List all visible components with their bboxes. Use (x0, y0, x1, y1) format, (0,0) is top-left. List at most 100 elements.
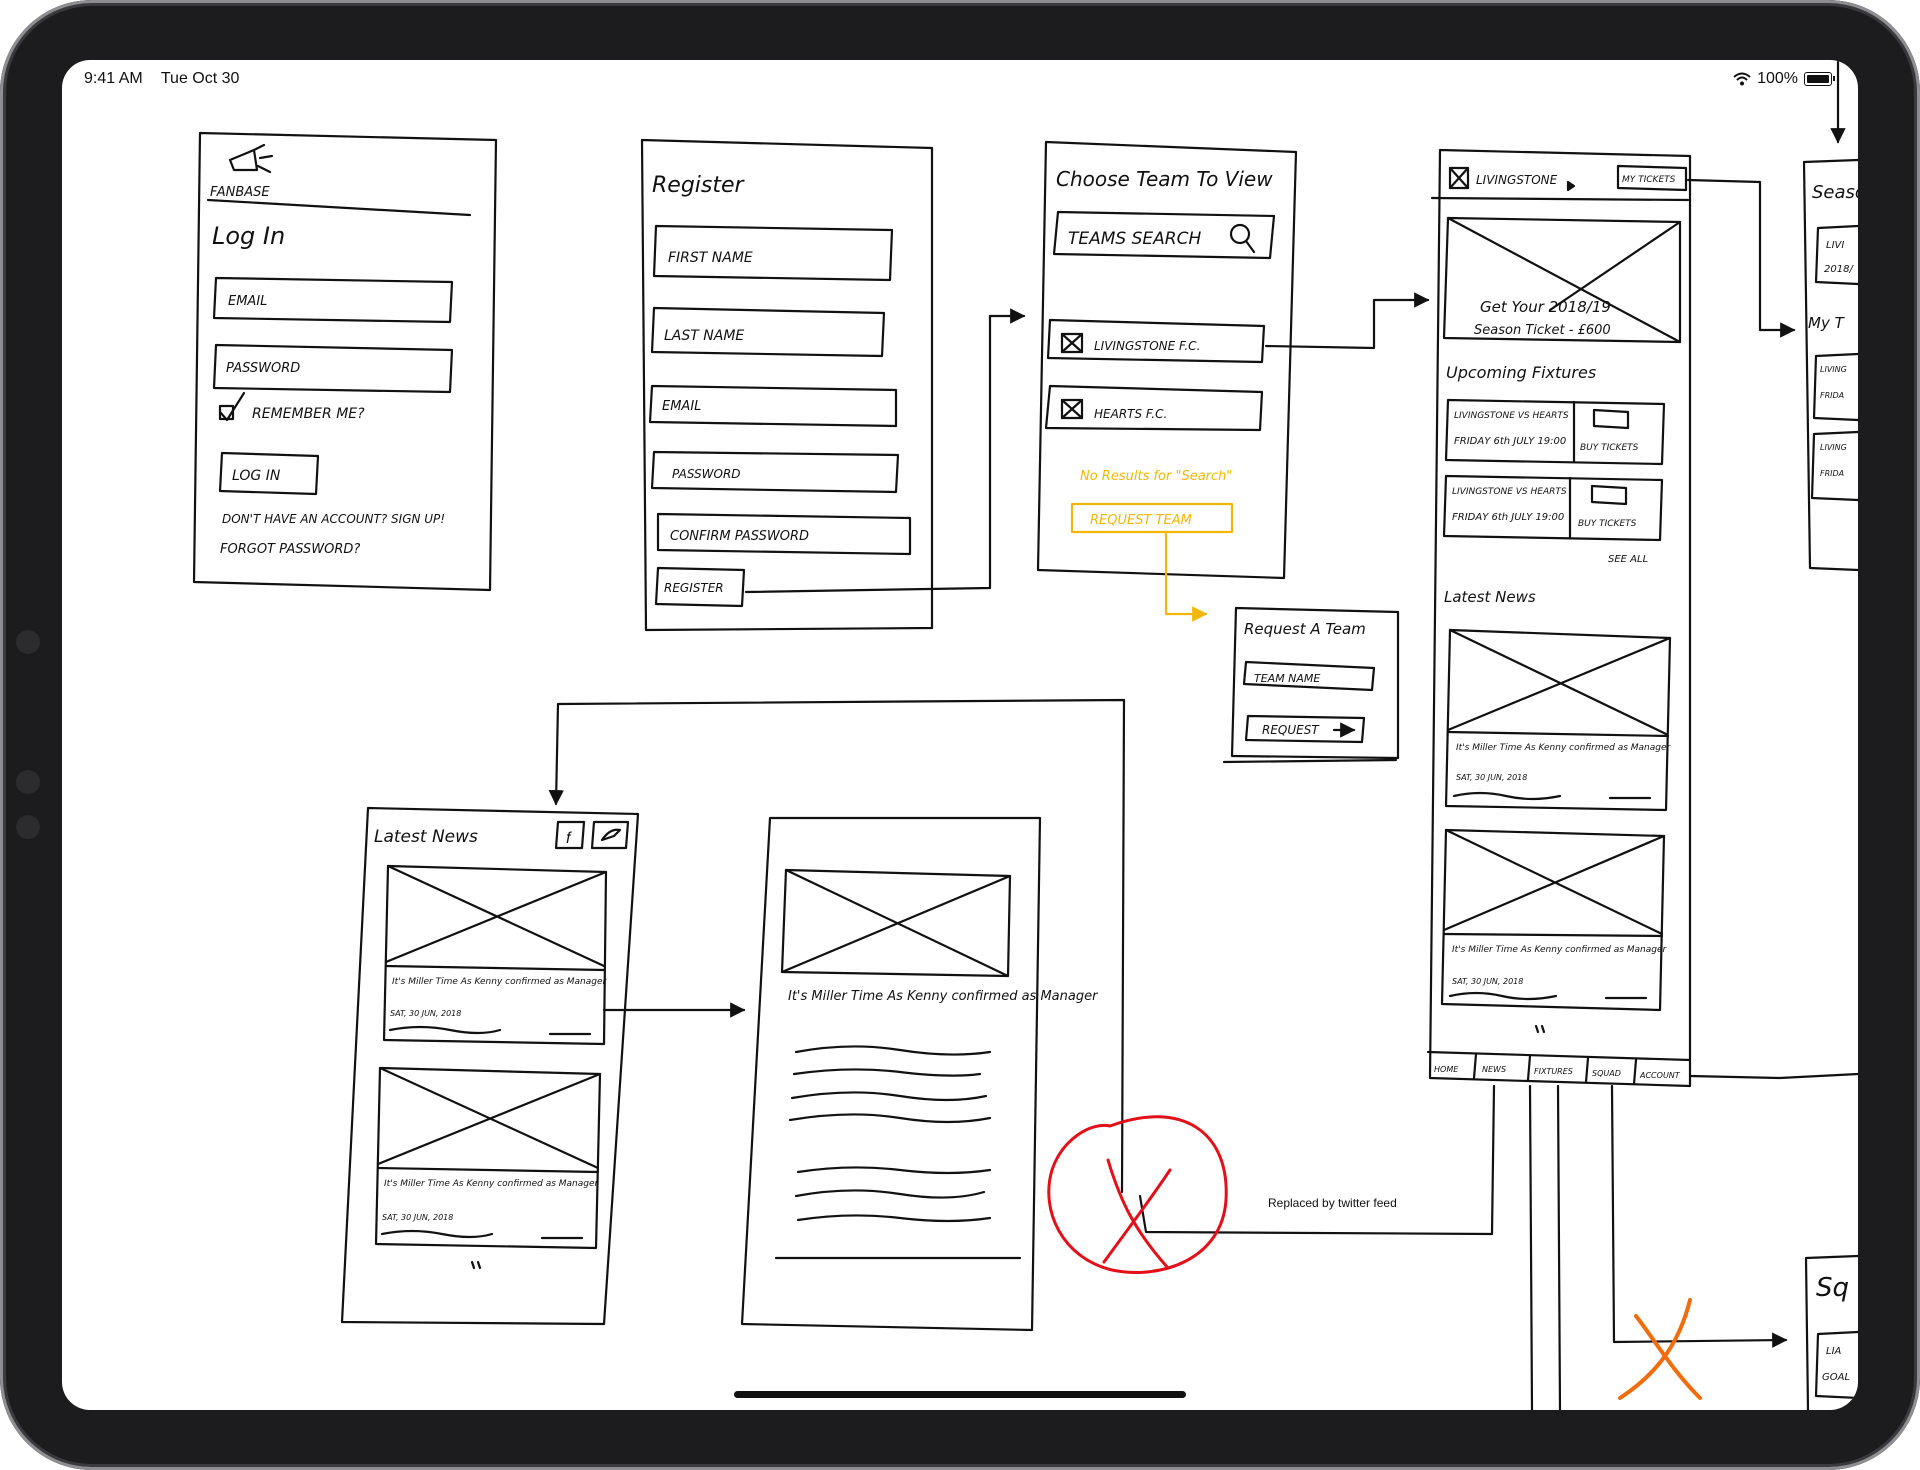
article-headline: It's Miller Time As Kenny confirmed as M… (788, 989, 1099, 1004)
svg-text:LIVING: LIVING (1820, 443, 1847, 452)
login-title: Log In (212, 222, 285, 250)
season-tickets-screen-partial: Seaso LIVI 2018/ My T LIVING FRIDA LIVIN… (1802, 158, 1858, 572)
svg-text:It's Miller Time As Kenny conf: It's Miller Time As Kenny confirmed as M… (392, 977, 608, 987)
tab-squad[interactable]: SQUAD (1592, 1069, 1621, 1078)
svg-text:FRIDA: FRIDA (1820, 469, 1844, 478)
svg-text:FRIDA: FRIDA (1820, 391, 1844, 400)
battery-icon (1804, 72, 1835, 86)
register-email-field[interactable]: EMAIL (648, 384, 898, 428)
svg-text:Season Ticket - £600: Season Ticket - £600 (1474, 323, 1611, 338)
wireframe-canvas[interactable]: FANBASE Log In EMAIL PASSWORD REMEMBER M… (62, 60, 1858, 1410)
choose-team-title: Choose Team To View (1056, 167, 1273, 191)
svg-text:LIA: LIA (1826, 1346, 1842, 1357)
flow-line (1556, 1084, 1562, 1410)
no-results-message: No Results for "Search" (1080, 469, 1232, 484)
login-screen: FANBASE Log In EMAIL PASSWORD REMEMBER M… (192, 131, 498, 592)
password-field[interactable]: PASSWORD (212, 343, 454, 394)
svg-text:REQUEST TEAM: REQUEST TEAM (1090, 513, 1192, 528)
news-card[interactable]: It's Miller Time As Kenny confirmed as M… (374, 1066, 602, 1250)
svg-text:LAST NAME: LAST NAME (664, 328, 744, 344)
team-row-livingstone[interactable]: LIVINGSTONE F.C. (1046, 318, 1266, 364)
remember-checkbox[interactable]: REMEMBER ME? (218, 391, 365, 422)
team-crest-icon (1448, 166, 1470, 190)
svg-text:HEARTS F.C.: HEARTS F.C. (1094, 407, 1167, 421)
svg-text:SAT, 30 JUN, 2018: SAT, 30 JUN, 2018 (382, 1213, 453, 1222)
squad-screen-partial: Sq LIA GOAL (1804, 1254, 1858, 1410)
battery-percent: 100% (1757, 70, 1798, 87)
more-indicator (470, 1260, 482, 1270)
see-all-link[interactable]: SEE ALL (1608, 554, 1648, 565)
fixture-card[interactable]: LIVINGSTONE VS HEARTS FRIDAY 6th JULY 19… (1442, 474, 1664, 542)
request-team-button[interactable]: REQUEST TEAM (1070, 502, 1234, 534)
tab-news[interactable]: NEWS (1482, 1065, 1506, 1074)
register-screen: Register FIRST NAME LAST NAME EMAIL PASS… (640, 138, 1026, 632)
svg-text:f: f (566, 830, 572, 847)
request-button[interactable]: REQUEST (1244, 714, 1366, 744)
tab-fixtures[interactable]: FIXTURES (1534, 1067, 1573, 1076)
news-card[interactable]: It's Miller Time As Kenny confirmed as M… (1444, 628, 1672, 812)
svg-text:Get Your 2018/19: Get Your 2018/19 (1480, 298, 1611, 316)
my-tickets-button[interactable]: MY TICKETS (1616, 164, 1688, 192)
side-sensor (16, 770, 40, 794)
svg-text:REQUEST: REQUEST (1262, 723, 1320, 737)
svg-text:PASSWORD: PASSWORD (226, 361, 300, 376)
news-list-screen: Latest News f It's Miller Time As Kenny … (340, 806, 746, 1326)
svg-text:LOG IN: LOG IN (232, 468, 281, 484)
search-icon (1229, 223, 1256, 254)
svg-text:It's Miller Time As Kenny conf: It's Miller Time As Kenny confirmed as M… (384, 1179, 600, 1189)
svg-text:Seaso: Seaso (1812, 182, 1858, 203)
ticket-icon (1590, 484, 1628, 506)
teams-search-field[interactable]: TEAMS SEARCH (1052, 210, 1276, 260)
wifi-icon (1733, 72, 1751, 86)
latest-news-heading: Latest News (1444, 588, 1536, 606)
more-indicator (1534, 1024, 1546, 1034)
screen: 9:41 AM Tue Oct 30 100% (62, 60, 1858, 1410)
last-name-field[interactable]: LAST NAME (650, 306, 886, 358)
news-card[interactable]: It's Miller Time As Kenny confirmed as M… (382, 864, 608, 1046)
svg-text:LIVING: LIVING (1820, 365, 1847, 374)
team-name-field[interactable]: TEAM NAME (1242, 660, 1376, 692)
rejected-mark-orange (1618, 1298, 1702, 1400)
chevron-down-icon (1566, 180, 1576, 192)
login-brand: FANBASE (210, 185, 270, 200)
facebook-icon[interactable]: f (554, 820, 586, 850)
register-title: Register (652, 173, 746, 198)
svg-text:GOAL: GOAL (1822, 1372, 1850, 1383)
tab-home[interactable]: HOME (1434, 1065, 1459, 1074)
team-row-hearts[interactable]: HEARTS F.C. (1044, 384, 1264, 432)
flow-line (1138, 1084, 1496, 1236)
register-button[interactable]: REGISTER (654, 566, 746, 608)
flow-line (744, 314, 992, 594)
svg-text:It's Miller Time As Kenny conf: It's Miller Time As Kenny confirmed as M… (1452, 945, 1668, 955)
svg-text:EMAIL: EMAIL (662, 399, 701, 414)
twitter-icon[interactable] (590, 820, 630, 850)
home-indicator[interactable] (734, 1391, 1186, 1398)
status-bar: 9:41 AM Tue Oct 30 100% (62, 60, 1858, 96)
replaced-annotation: Replaced by twitter feed (1268, 1196, 1397, 1210)
register-password-field[interactable]: PASSWORD (650, 450, 900, 494)
svg-text:CONFIRM PASSWORD: CONFIRM PASSWORD (670, 529, 809, 544)
svg-text:SAT, 30 JUN, 2018: SAT, 30 JUN, 2018 (1452, 977, 1523, 986)
login-button[interactable]: LOG IN (218, 451, 320, 496)
flow-arrow-yellow (1164, 530, 1208, 622)
first-name-field[interactable]: FIRST NAME (652, 224, 894, 282)
svg-text:FRIDAY 6th JULY 19:00: FRIDAY 6th JULY 19:00 (1454, 436, 1566, 447)
flow-arrow (548, 698, 1126, 1194)
forgot-password-link[interactable]: FORGOT PASSWORD? (220, 542, 360, 557)
svg-text:TEAMS SEARCH: TEAMS SEARCH (1068, 229, 1201, 249)
svg-text:MY TICKETS: MY TICKETS (1622, 175, 1676, 185)
tab-account[interactable]: ACCOUNT (1639, 1071, 1681, 1080)
choose-team-screen: Choose Team To View TEAMS SEARCH LIVINGS… (1036, 140, 1430, 622)
bottom-tab-bar: HOME NEWS FIXTURES SQUAD ACCOUNT (1426, 1050, 1692, 1086)
status-time: 9:41 AM (84, 70, 143, 87)
news-card[interactable]: It's Miller Time As Kenny confirmed as M… (1440, 828, 1668, 1012)
signup-link[interactable]: DON'T HAVE AN ACCOUNT? SIGN UP! (222, 512, 445, 526)
news-article-screen: It's Miller Time As Kenny confirmed as M… (740, 816, 1099, 1332)
confirm-password-field[interactable]: CONFIRM PASSWORD (656, 512, 912, 556)
season-ticket-banner[interactable]: Get Your 2018/19 Season Ticket - £600 (1442, 216, 1682, 344)
email-field[interactable]: EMAIL (212, 276, 454, 324)
fixture-card[interactable]: LIVINGSTONE VS HEARTS FRIDAY 6th JULY 19… (1444, 398, 1666, 466)
svg-text:SAT, 30 JUN, 2018: SAT, 30 JUN, 2018 (1456, 773, 1527, 782)
rejected-mark-red (1047, 1115, 1228, 1274)
status-date: Tue Oct 30 (160, 70, 240, 87)
